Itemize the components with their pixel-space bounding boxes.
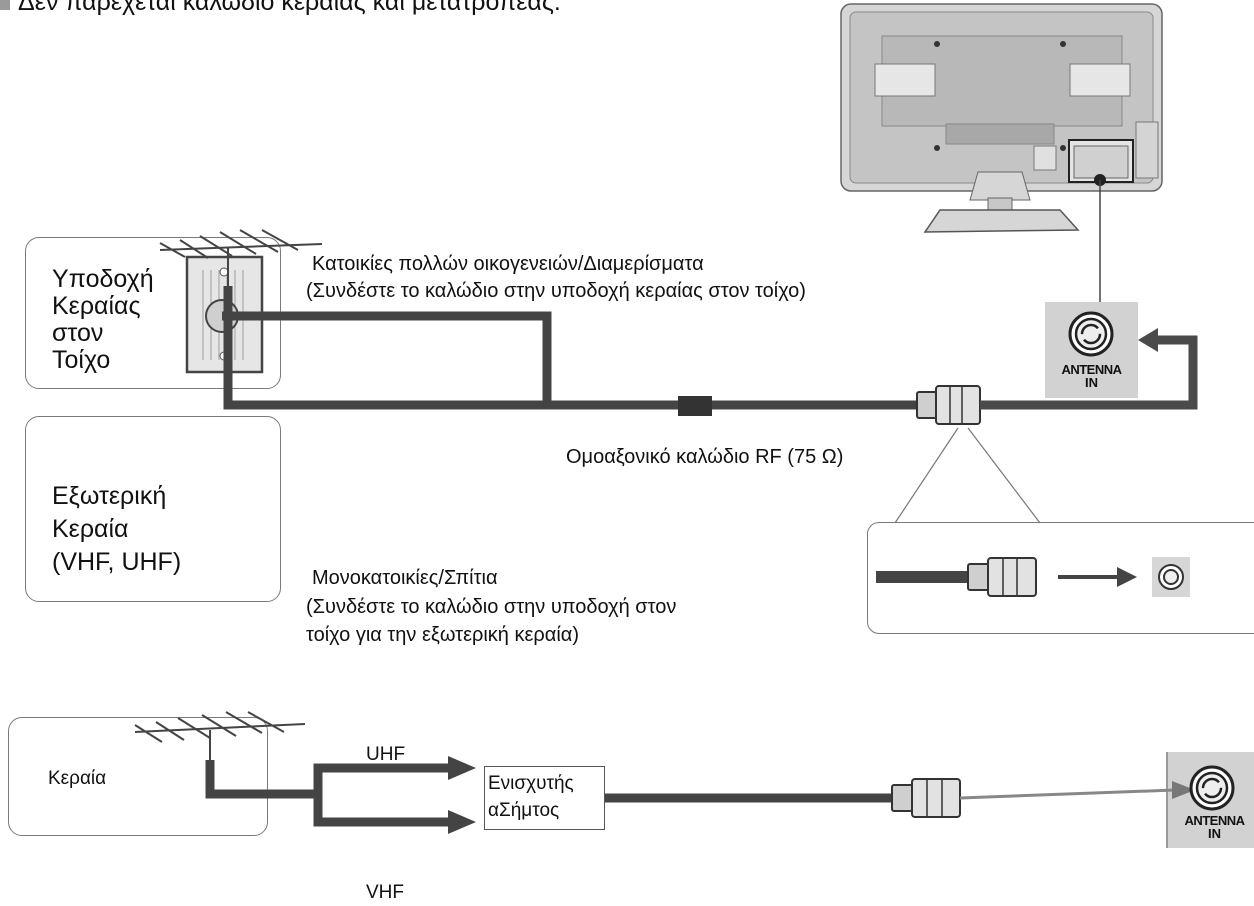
detail-arrow-icon	[1117, 567, 1137, 587]
apartments-subtitle: (Συνδέστε το καλώδιο στην υποδοχή κεραία…	[306, 280, 806, 302]
antenna-in-bottom-label-1: ANTENNA	[1184, 813, 1245, 828]
vhf-arrow-icon	[448, 810, 476, 834]
cable-outdoor-antenna-run	[223, 286, 547, 410]
wall-socket-line-1: Υποδοχή	[52, 265, 154, 293]
uhf-branch	[313, 763, 452, 794]
cable-plug-to-tv	[980, 335, 1198, 410]
outdoor-antenna-line-2: Κεραία	[52, 515, 129, 543]
vhf-branch	[313, 794, 452, 827]
bottom-antenna-label: Κεραία	[48, 768, 107, 789]
amplifier-line-1: Ενισχυτής	[488, 773, 574, 794]
cable-wall-socket	[222, 311, 680, 410]
coax-cable-label: Ομοαξονικό καλώδιο RF (75 Ω)	[566, 446, 844, 468]
tv-rear-icon	[840, 3, 1163, 233]
wall-socket-line-3: στον	[52, 319, 104, 347]
wall-socket-line-2: Κεραίας	[52, 292, 141, 320]
outdoor-antenna-line-1: Εξωτερική	[52, 482, 167, 510]
antenna-in-bottom-label-2: IN	[1208, 826, 1221, 841]
uhf-arrow-icon	[448, 756, 476, 780]
bottom-antenna-icon	[134, 711, 306, 760]
bullet-square-icon	[0, 0, 10, 10]
bottom-plug-icon	[891, 778, 961, 818]
uhf-label: UHF	[366, 744, 406, 765]
antenna-in-label-1: ANTENNA	[1061, 362, 1122, 377]
houses-title: Μονοκατοικίες/Σπίτια	[312, 567, 498, 589]
apartments-title: Κατοικίες πολλών οικογενειών/Διαμερίσματ…	[312, 253, 704, 275]
detail-plug-icon	[967, 557, 1037, 597]
outdoor-antenna-line-3: (VHF, UHF)	[52, 548, 182, 576]
antenna-in-label-2: IN	[1085, 375, 1098, 390]
bottom-antenna-cable	[205, 760, 318, 799]
signal-amplifier-box	[484, 766, 605, 830]
amplifier-line-2: αΣήμτος	[488, 800, 560, 821]
antenna-in-jack-bottom-icon	[1189, 765, 1235, 811]
outdoor-antenna-box	[25, 416, 281, 602]
bottom-antenna-box	[8, 717, 268, 836]
antenna-in-jack-icon	[1068, 311, 1114, 357]
ferrite-core	[678, 396, 712, 416]
outdoor-antenna-icon	[159, 229, 323, 286]
houses-line-1: (Συνδέστε το καλώδιο στην υποδοχή στον	[306, 596, 677, 618]
bottom-arrow-to-antenna-in-icon	[1172, 781, 1195, 799]
arrow-to-antenna-in-icon	[1138, 328, 1158, 352]
detail-jack-icon	[1158, 564, 1184, 590]
houses-line-2: τοίχο για την εξωτερική κεραία)	[306, 624, 580, 646]
coax-plug-icon	[916, 385, 981, 425]
wall-socket-line-4: Τοίχο	[52, 346, 111, 374]
vhf-label: VHF	[366, 882, 404, 903]
note-text: Δεν παρέχεται καλώδιο κεραίας και μετατρ…	[18, 0, 561, 16]
